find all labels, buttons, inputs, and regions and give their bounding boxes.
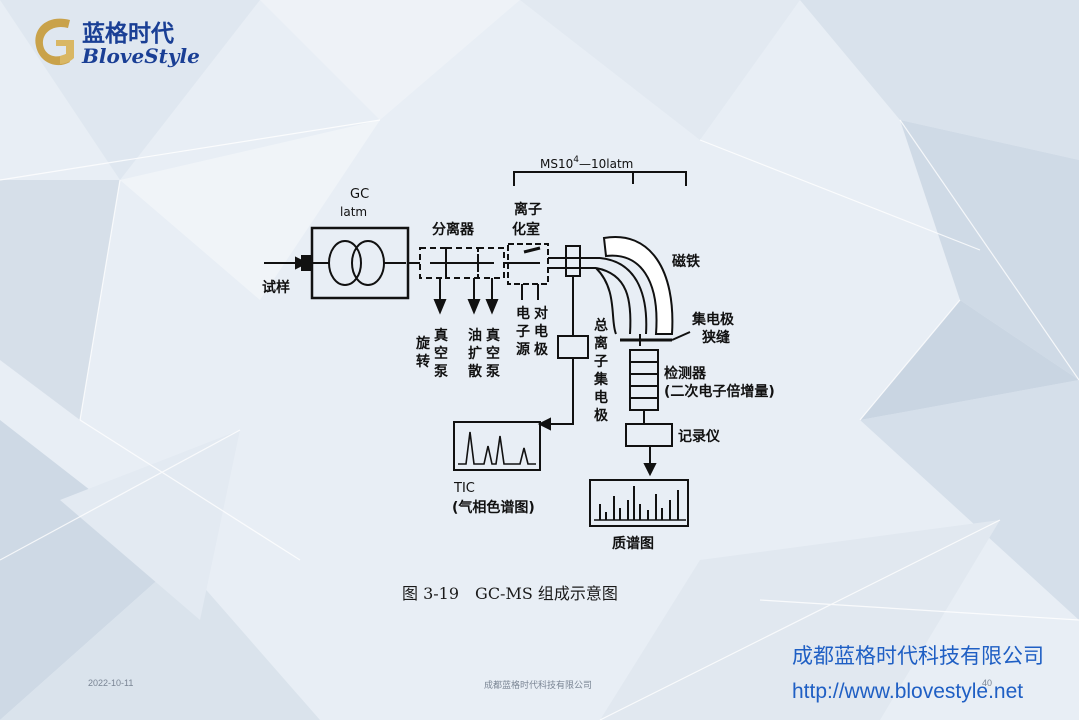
company-name: 成都蓝格时代科技有限公司 (792, 644, 1044, 668)
separator-label: 分离器 (432, 221, 475, 238)
mass-spectrum-label: 质谱图 (612, 535, 654, 552)
ms-range-label: MS104—10latm (540, 155, 633, 171)
collector-label-1: 集电极 (691, 311, 735, 328)
ion-chamber-label-1: 离子 (514, 201, 542, 218)
figure-caption: 图 3-19 GC-MS 组成示意图 (402, 584, 618, 603)
footer-company: 成都蓝格时代科技有限公司 (484, 680, 593, 690)
gc-sub-label: latm (340, 205, 367, 219)
detector-label-2: (二次电子倍增量) (664, 383, 775, 400)
total-ion-collector-label: 总 离 子 集 电 极 (593, 317, 613, 424)
magnet-label: 磁铁 (672, 253, 700, 270)
electron-source-label: 电 子 源 (516, 305, 535, 358)
vacuum-pump-label-2: 真 空 泵 (486, 327, 505, 380)
page-number: 40 (982, 678, 993, 688)
counter-electrode-label: 对 电 极 (534, 305, 553, 358)
footer-date: 2022-10-11 (88, 678, 134, 688)
collector-label-2: 狭缝 (701, 329, 730, 346)
ion-chamber-label-2: 化室 (512, 221, 540, 238)
oil-diffusion-pump-label: 油 扩 散 (468, 327, 487, 380)
logo-mark-icon (35, 18, 74, 66)
brand-logo: 蓝格时代 BloveStyle (30, 10, 200, 76)
tic-label: TIC (453, 481, 475, 496)
logo-name-en: BloveStyle (82, 44, 200, 68)
sample-label: 试样 (262, 279, 290, 296)
company-url[interactable]: http://www.blovestyle.net (792, 680, 1024, 703)
vacuum-pump-label-1: 真 空 泵 (434, 327, 453, 380)
logo-name-cn: 蓝格时代 (82, 21, 174, 47)
recorder-label: 记录仪 (678, 429, 721, 445)
gc-label: GC (350, 187, 369, 202)
gc-ms-schematic: MS104—10latm GC latm 试样 分离器 离子 化室 磁铁 集电极… (262, 155, 775, 552)
rotary-pump-label: 旋 转 (415, 335, 435, 370)
tic-sub-label: (气相色谱图) (452, 499, 535, 516)
detector-label-1: 检测器 (664, 365, 707, 382)
